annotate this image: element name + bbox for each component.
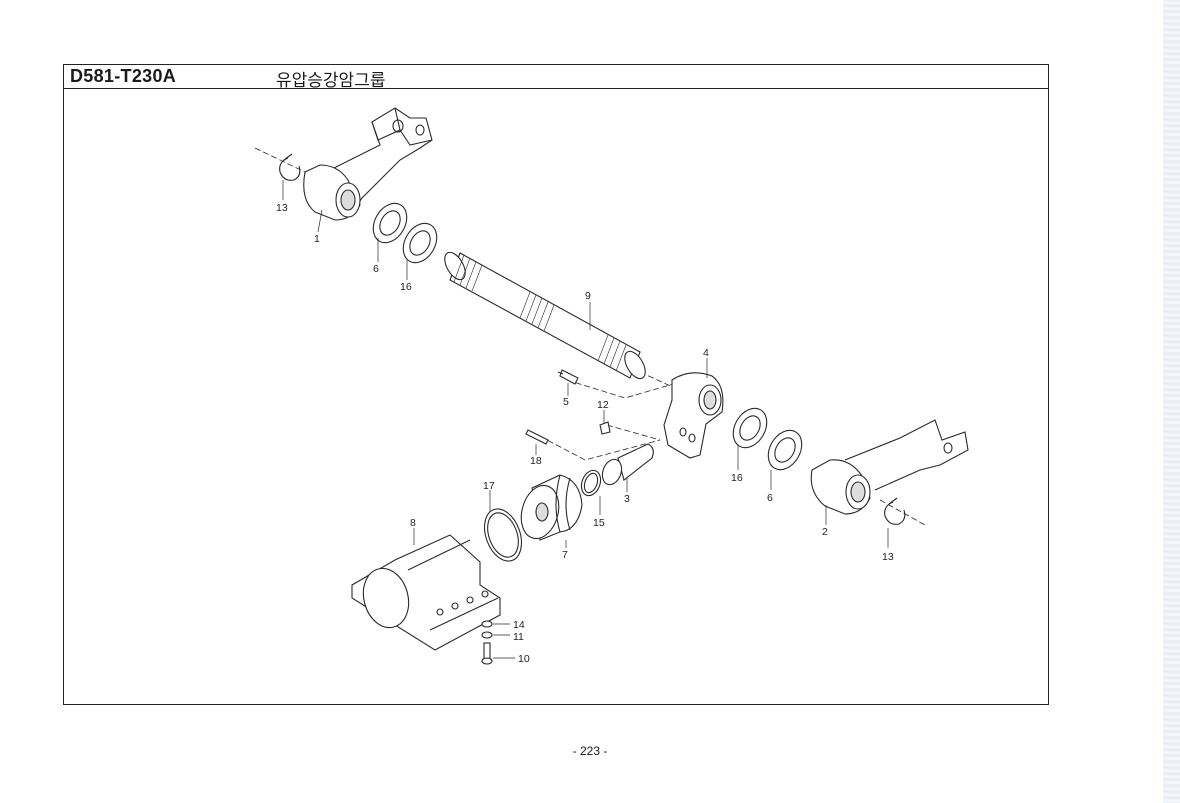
callout-12: 12 xyxy=(597,399,609,411)
callout-6-right: 6 xyxy=(767,492,773,504)
callout-11: 11 xyxy=(513,631,524,643)
part-3-piston-rod xyxy=(601,443,654,486)
part-7-piston xyxy=(520,474,583,541)
callout-labels: 13 1 6 16 9 4 5 12 18 17 3 15 7 8 16 6 2… xyxy=(276,202,894,665)
part-13-snap-ring-left xyxy=(279,153,301,181)
page-number: - 223 - xyxy=(572,744,608,758)
part-2-lift-arm-right xyxy=(810,419,969,515)
part-6-washer-right xyxy=(767,429,803,471)
callout-9: 9 xyxy=(585,290,591,302)
callout-13-right: 13 xyxy=(882,551,894,563)
callout-14: 14 xyxy=(513,619,525,631)
part-6-washer-left xyxy=(372,202,408,244)
callout-17: 17 xyxy=(483,480,495,492)
diagram-frame: D581-T230A 유압승강암그룹 xyxy=(63,64,1049,705)
callout-16-left: 16 xyxy=(400,281,412,293)
part-15-seal-ring xyxy=(580,469,602,497)
callout-15: 15 xyxy=(593,517,605,529)
callout-18: 18 xyxy=(530,455,542,467)
part-11-washer-small xyxy=(481,631,493,639)
callout-13-left: 13 xyxy=(276,202,288,214)
part-17-o-ring xyxy=(483,508,523,562)
part-group-title: 유압승강암그룹 xyxy=(276,71,386,91)
part-8-cylinder-housing xyxy=(351,534,501,651)
callout-5: 5 xyxy=(563,396,569,408)
part-9-splined-shaft xyxy=(444,251,646,380)
part-4-lever xyxy=(663,372,724,459)
part-group-code: D581-T230A xyxy=(70,66,177,86)
callout-2: 2 xyxy=(822,526,828,538)
part-5-grease-fitting xyxy=(557,369,579,385)
callout-3: 3 xyxy=(624,493,630,505)
part-1-lift-arm-left xyxy=(303,107,433,221)
callout-10: 10 xyxy=(518,653,530,665)
leader-lines xyxy=(282,180,889,659)
callout-8: 8 xyxy=(410,517,416,529)
callout-16-right: 16 xyxy=(731,472,743,484)
part-13-snap-ring-right xyxy=(884,497,906,525)
part-16-washer-right xyxy=(732,407,768,449)
header-bar: D581-T230A 유압승강암그룹 xyxy=(64,65,1048,91)
part-10-bolt xyxy=(481,642,493,665)
scan-edge xyxy=(1163,0,1180,803)
callout-4: 4 xyxy=(703,347,709,359)
callout-1: 1 xyxy=(314,233,320,245)
part-16-washer-left xyxy=(402,222,438,264)
part-12-plug xyxy=(599,421,611,435)
part-18-pin xyxy=(525,429,549,445)
callout-7: 7 xyxy=(562,549,568,561)
callout-6-left: 6 xyxy=(373,263,379,275)
part-14-washer-small xyxy=(481,620,493,628)
